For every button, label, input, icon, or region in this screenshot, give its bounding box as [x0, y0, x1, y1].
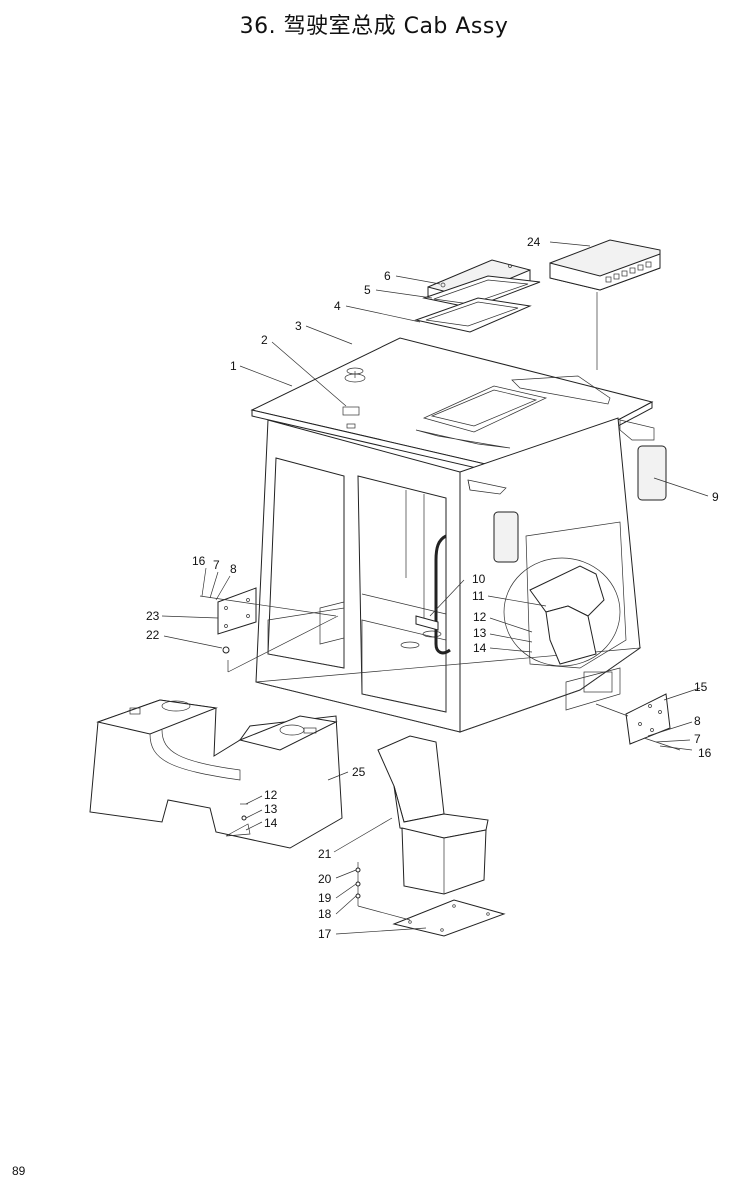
- part-24-roof-light: [549, 239, 661, 370]
- callout-13: 13: [473, 626, 487, 640]
- callout-6: 6: [384, 269, 391, 283]
- callout-11: 11: [472, 589, 485, 603]
- callout-24: 24: [527, 235, 541, 249]
- callout-2: 2: [261, 333, 268, 347]
- callout-25: 25: [352, 765, 366, 779]
- callout-8: 8: [230, 562, 237, 576]
- part-10-bracket: [415, 615, 439, 631]
- callout-23: 23: [146, 609, 160, 623]
- callout-16: 16: [192, 554, 206, 568]
- part-1-cab-body: [250, 337, 654, 733]
- page-title: 36. 驾驶室总成 Cab Assy: [239, 14, 509, 39]
- callout-13-console: 13: [264, 802, 278, 816]
- part-25-console: [89, 699, 343, 849]
- part-17-floor-plate: [355, 862, 506, 937]
- callout-16-right: 16: [698, 746, 712, 760]
- callout-10: 10: [472, 572, 486, 586]
- callout-18: 18: [318, 907, 332, 921]
- callout-9: 9: [712, 490, 719, 504]
- part-5-hatch-seal: [422, 275, 541, 309]
- part-4-hatch-frame: [414, 297, 532, 333]
- mirror-left: [493, 511, 519, 563]
- callout-19: 19: [318, 891, 332, 905]
- callout-8-right: 8: [694, 714, 701, 728]
- callout-3: 3: [295, 319, 302, 333]
- part-23-side-plate: [199, 587, 339, 673]
- callout-14-console: 14: [264, 816, 278, 830]
- callout-12: 12: [473, 610, 487, 624]
- leader-lines: [161, 241, 709, 935]
- callout-15: 15: [694, 680, 708, 694]
- callout-17: 17: [318, 927, 332, 941]
- page-number: 89: [12, 1164, 26, 1178]
- callout-14: 14: [473, 641, 487, 655]
- callout-7: 7: [213, 558, 220, 572]
- callout-20: 20: [318, 872, 332, 886]
- callout-1: 1: [230, 359, 237, 373]
- callout-labels: 24 6 5 4 3 2 1 9 10 11 12 13 14 15 8 7 1…: [146, 235, 719, 941]
- callout-7-right: 7: [694, 732, 701, 746]
- part-21-seat: [377, 735, 489, 895]
- part-11-dash-panel: [503, 557, 621, 667]
- callout-5: 5: [364, 283, 371, 297]
- callout-12-console: 12: [264, 788, 278, 802]
- callout-21: 21: [318, 847, 332, 861]
- part-9-mirror-right: [619, 419, 667, 501]
- callout-22: 22: [146, 628, 160, 642]
- callout-4: 4: [334, 299, 341, 313]
